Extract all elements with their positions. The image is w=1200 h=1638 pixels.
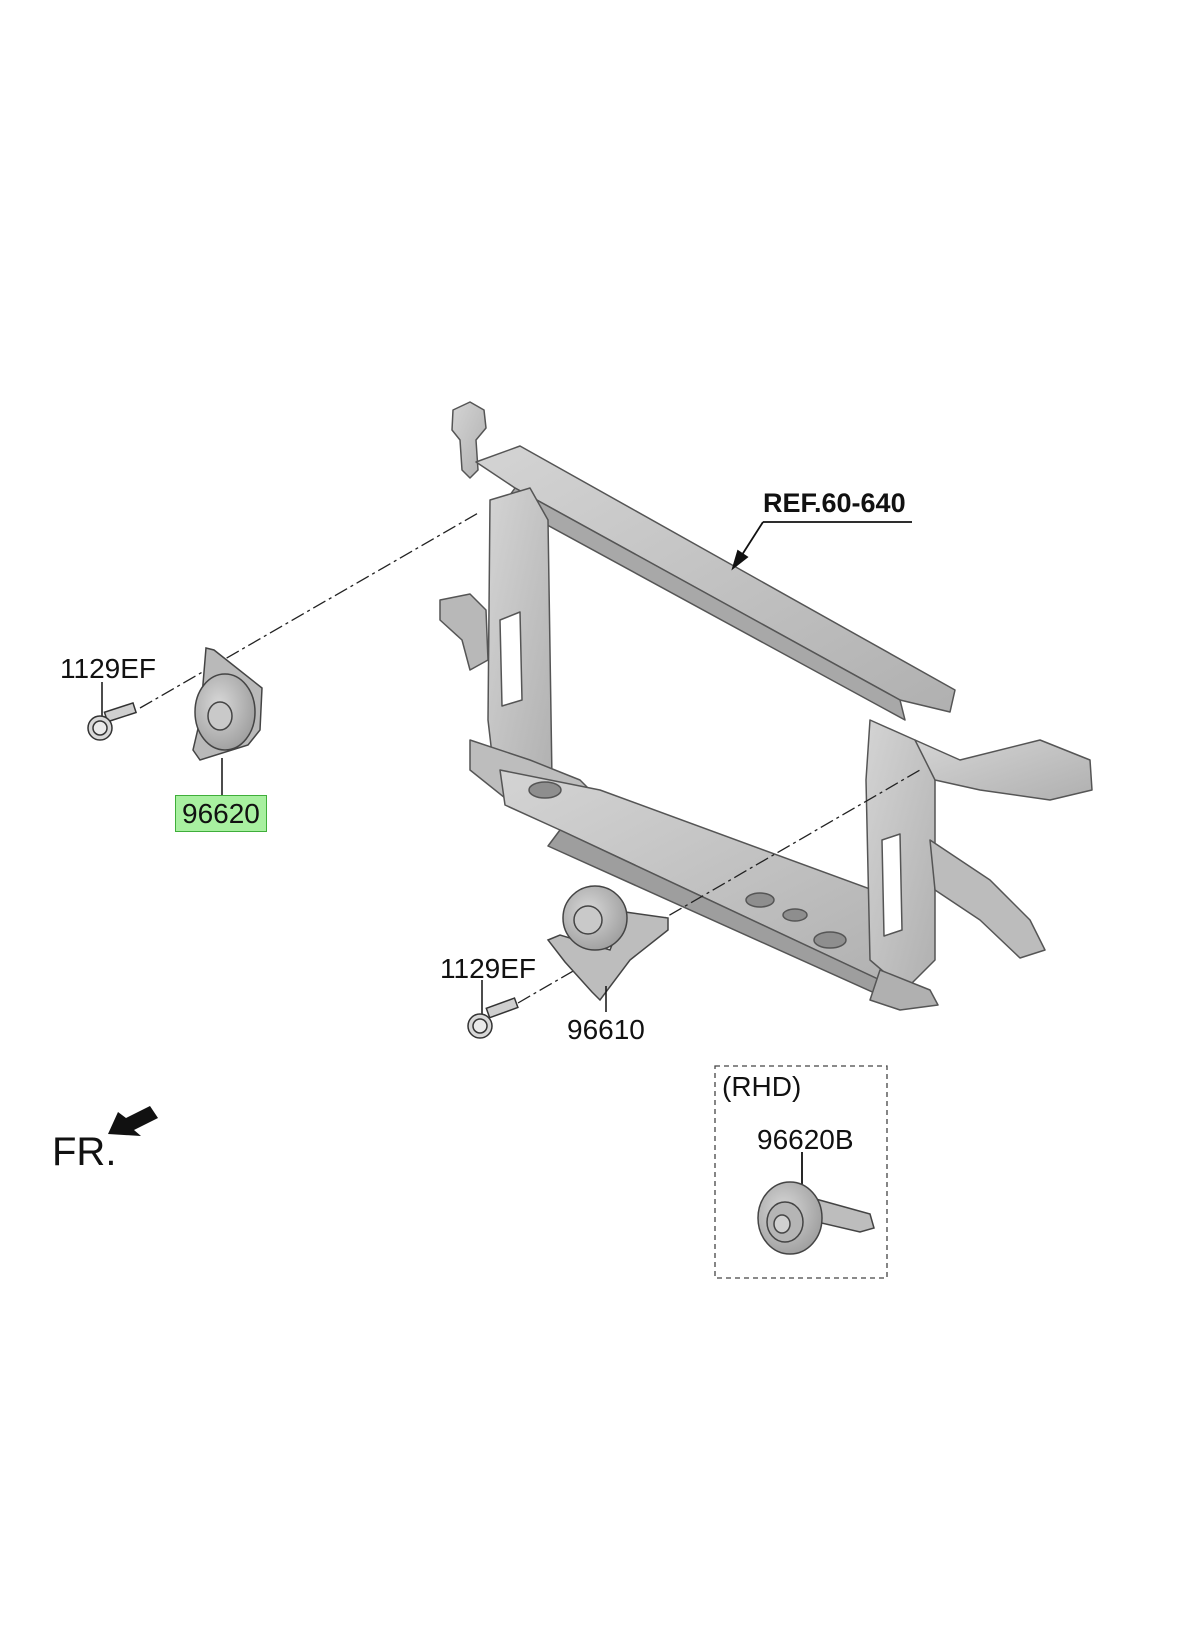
- radiator-support-frame: [439, 401, 1093, 1011]
- front-label: FR.: [52, 1130, 117, 1174]
- bolt-left: [87, 682, 138, 741]
- bolt-center: [467, 980, 519, 1039]
- front-arrow-icon: [108, 1106, 158, 1136]
- horn-left-label: 96620: [175, 795, 267, 832]
- rhd-label: (RHD): [722, 1071, 802, 1102]
- ref-label: REF.60-640: [763, 488, 906, 518]
- horn-96610: [546, 885, 669, 1012]
- bolt-center-label: 1129EF: [440, 953, 536, 984]
- horn-96620: [192, 647, 263, 795]
- horn-rhd-label: 96620B: [757, 1124, 854, 1155]
- horn-center-label: 96610: [567, 1014, 645, 1045]
- ref-leader: [731, 521, 912, 571]
- bolt-left-label: 1129EF: [60, 653, 156, 684]
- rhd-box: [714, 1065, 888, 1279]
- horn-96620b: [757, 1181, 875, 1255]
